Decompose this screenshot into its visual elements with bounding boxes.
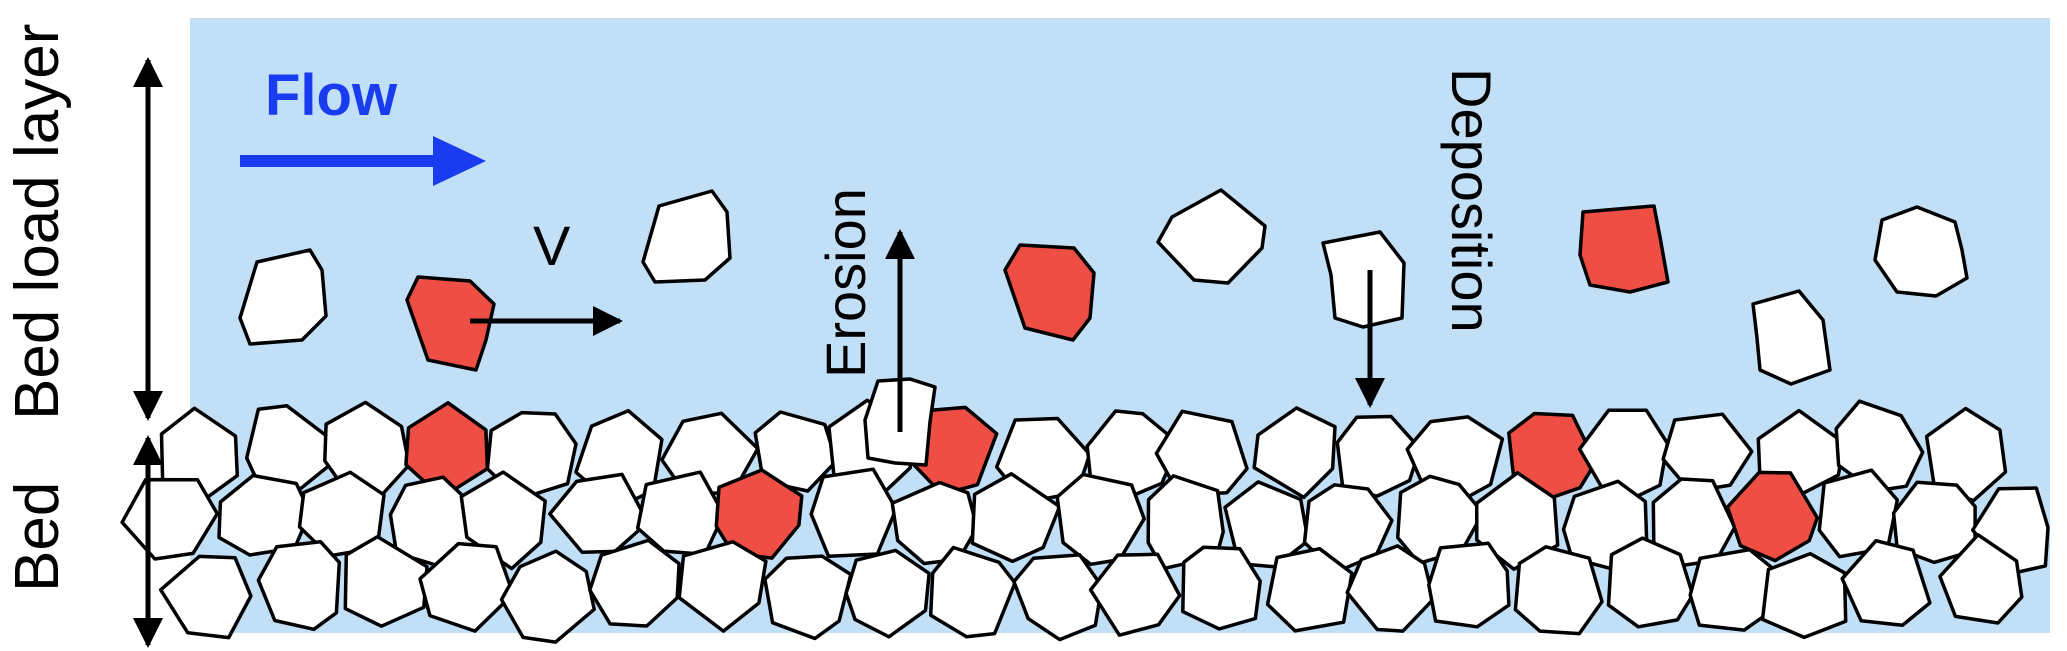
bed-grain <box>1252 406 1337 500</box>
bed-grain <box>1606 536 1695 629</box>
bed-grain <box>1474 471 1560 571</box>
tracer-grain <box>405 275 496 372</box>
bed-grain <box>1181 545 1262 631</box>
bed-grain <box>1834 399 1925 493</box>
moving-grain <box>1873 205 1969 298</box>
bed-grain <box>844 548 931 639</box>
bed-grain <box>1661 412 1754 494</box>
bed-grain <box>1154 409 1249 497</box>
flow-arrow-head <box>433 136 486 186</box>
bed-grain <box>890 480 979 566</box>
velocity-label: V <box>533 214 571 277</box>
bed-grain <box>1012 553 1104 642</box>
flow-label: Flow <box>265 63 398 128</box>
moving-grains <box>238 188 1969 467</box>
bed-load-layer-label: Bed load layer <box>3 24 72 420</box>
bed-grain <box>1840 538 1932 628</box>
moving-grain <box>641 189 732 284</box>
erosion-label: Erosion <box>814 188 877 378</box>
bed-grain <box>499 549 596 644</box>
moving-grain <box>1751 289 1832 386</box>
moving-grain <box>238 248 328 346</box>
bed-grains <box>120 398 2050 644</box>
bed-grain <box>1760 551 1848 640</box>
bed-grain <box>1265 546 1354 633</box>
bed-label: Bed <box>3 482 72 592</box>
bed-grain <box>1513 545 1604 636</box>
bed-tracer-grain <box>1507 411 1598 504</box>
bed-grain <box>753 410 839 493</box>
bed-tracer-grain <box>1725 470 1820 563</box>
deposition-label: Deposition <box>1440 68 1503 333</box>
bed-grain <box>256 539 342 632</box>
bed-grain <box>763 554 853 641</box>
bed-grain <box>1427 541 1511 629</box>
bed-grain <box>588 538 681 628</box>
bed-grain <box>1088 552 1182 637</box>
moving-grain <box>1156 188 1267 285</box>
bed-grain <box>1345 544 1436 633</box>
tracer-grain <box>1003 243 1096 342</box>
bed-grain <box>1055 472 1146 567</box>
tracer-grain <box>1578 204 1670 294</box>
bed-grain <box>928 545 1017 639</box>
bed-grain <box>1938 533 2024 625</box>
bed-grain <box>677 540 768 633</box>
moving-grain <box>1321 230 1406 329</box>
bed-grain <box>343 534 429 628</box>
